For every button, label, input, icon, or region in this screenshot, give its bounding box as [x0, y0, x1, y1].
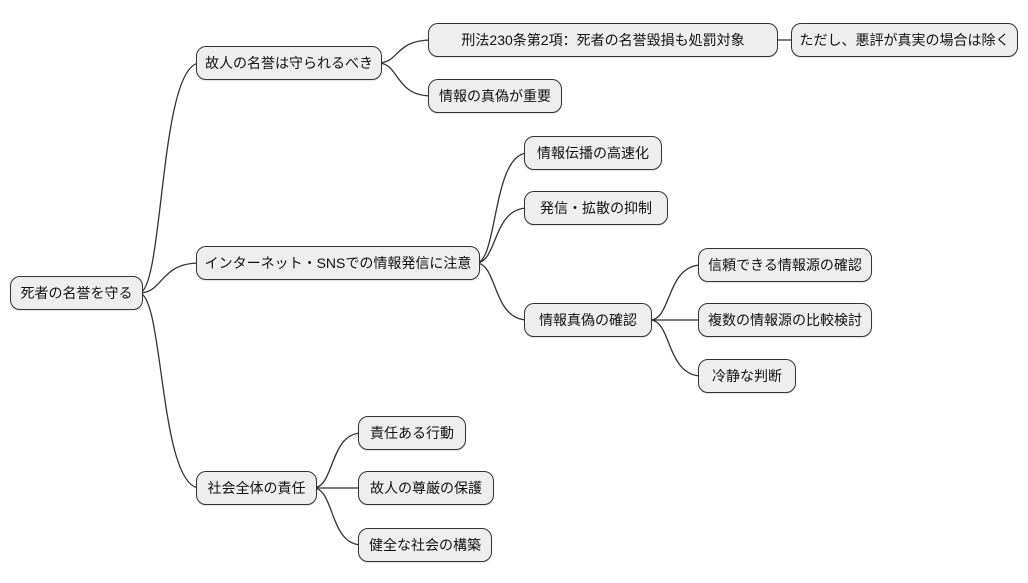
edge-internet-sns-to-verify-truth — [475, 262, 529, 321]
node-check-reliable-sources: 信頼できる情報源の確認 — [698, 248, 872, 282]
edge-society-to-responsible-behavior — [312, 432, 363, 489]
node-protect-dignity-of-deceased: 故人の尊厳の保護 — [358, 471, 494, 505]
edge-society-to-healthy-society — [312, 487, 363, 546]
node-build-healthy-society: 健全な社会の構築 — [358, 528, 492, 562]
edge-deceased-honor-to-truth-important — [377, 62, 433, 97]
node-compare-multiple-sources: 複数の情報源の比較検討 — [698, 303, 872, 337]
edge-internet-sns-to-fast-spread — [475, 152, 529, 264]
edge-verify-truth-to-reliable-sources — [649, 264, 703, 321]
edge-deceased-honor-to-criminal-code — [377, 39, 433, 64]
node-responsible-behavior: 責任ある行動 — [358, 416, 466, 450]
node-criminal-code-230-2: 刑法230条第2項：死者の名誉毀損も処罰対象 — [428, 23, 778, 57]
node-fast-information-spread: 情報伝播の高速化 — [524, 136, 662, 170]
node-verify-information-truth: 情報真偽の確認 — [524, 303, 652, 337]
node-caution-internet-sns-posting: インターネット・SNSでの情報発信に注意 — [196, 246, 480, 280]
node-exception-if-true: ただし、悪評が真実の場合は除く — [791, 23, 1018, 57]
edge-root-to-society-responsibility — [138, 292, 201, 489]
node-calm-judgment: 冷静な判断 — [698, 359, 796, 393]
node-truth-of-information-important: 情報の真偽が重要 — [428, 79, 562, 113]
node-deceased-honor-should-be-protected: 故人の名誉は守られるべき — [196, 46, 382, 80]
node-protect-honor-of-deceased: 死者の名誉を守る — [10, 276, 143, 310]
node-restrain-posting-spreading: 発信・拡散の抑制 — [524, 191, 668, 225]
edge-root-to-deceased-honor — [138, 62, 201, 294]
edge-internet-sns-to-restrain — [475, 207, 529, 264]
node-society-wide-responsibility: 社会全体の責任 — [196, 471, 317, 505]
edge-verify-truth-to-calm-judgment — [649, 319, 703, 377]
edge-root-to-internet-sns — [138, 262, 201, 294]
